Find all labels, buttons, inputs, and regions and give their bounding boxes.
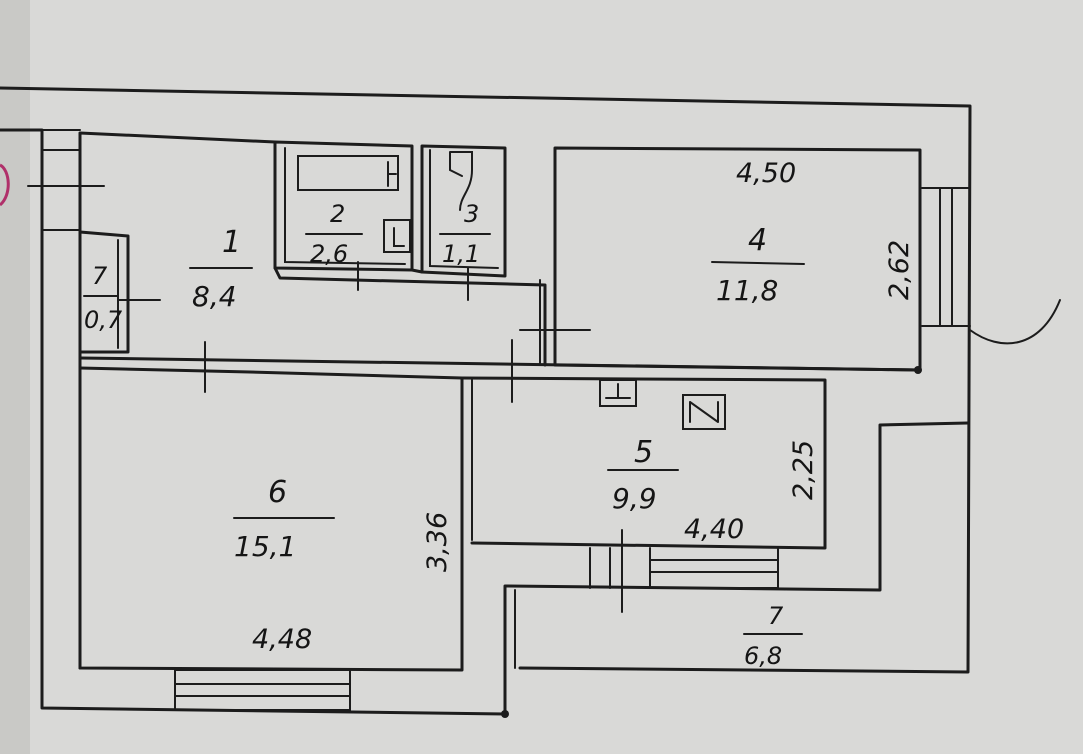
loggia-number: 7 <box>768 602 784 630</box>
room5-depth: 2,25 <box>788 440 819 500</box>
room1-area: 8,4 <box>192 280 237 313</box>
bathtub-icon <box>297 155 399 191</box>
window-cord <box>969 299 1061 345</box>
partition-2-3 <box>410 268 424 274</box>
room6-area: 15,1 <box>234 530 296 563</box>
loggia-area: 6,8 <box>744 642 782 670</box>
room2-inner <box>284 147 406 265</box>
loggia-outline <box>503 421 970 716</box>
toilet-icon <box>449 151 473 211</box>
room5-width: 4,40 <box>684 514 744 545</box>
kitchen-sink-icon <box>682 394 726 430</box>
stove-icon <box>599 379 637 407</box>
room4-fraction-bar <box>711 261 805 265</box>
room4-width: 4,50 <box>736 158 796 189</box>
room5-outline <box>460 376 827 550</box>
kitchen-sink-detail <box>689 401 719 423</box>
room5-number: 5 <box>634 435 653 470</box>
corridor-wall <box>273 266 547 367</box>
room4-window <box>921 187 971 327</box>
stove-detail <box>605 383 631 399</box>
paper-shadow-left <box>0 0 30 754</box>
room4-depth: 2,62 <box>884 240 915 300</box>
room4-area: 11,8 <box>716 274 778 307</box>
room1-number: 1 <box>222 225 241 260</box>
room3-inner <box>429 149 499 269</box>
room6-window-lines <box>174 683 351 697</box>
room6-window <box>174 669 351 711</box>
room1-bottom-wall <box>78 356 922 380</box>
stamp-mark <box>0 163 10 207</box>
room3-number: 3 <box>464 200 479 228</box>
sink-icon <box>383 219 411 253</box>
room3-area: 1,1 <box>442 240 480 268</box>
room5-area: 9,9 <box>612 482 657 515</box>
room7-closet-outline <box>78 230 130 354</box>
room4-number: 4 <box>748 223 767 258</box>
entrance-marks <box>27 149 105 231</box>
room6-width: 4,48 <box>252 624 312 655</box>
corner-dot-2 <box>914 366 922 374</box>
room6-number: 6 <box>268 475 287 510</box>
room7-area: 0,7 <box>84 306 123 334</box>
room6-depth: 3,36 <box>422 512 453 572</box>
sink-detail <box>393 227 405 247</box>
room2-area: 2,6 <box>310 240 348 268</box>
tub-tap-icon <box>387 161 397 187</box>
room7-number: 7 <box>92 262 108 290</box>
room2-number: 2 <box>330 200 345 228</box>
corner-dot <box>501 710 509 718</box>
room3-outline <box>420 144 507 278</box>
